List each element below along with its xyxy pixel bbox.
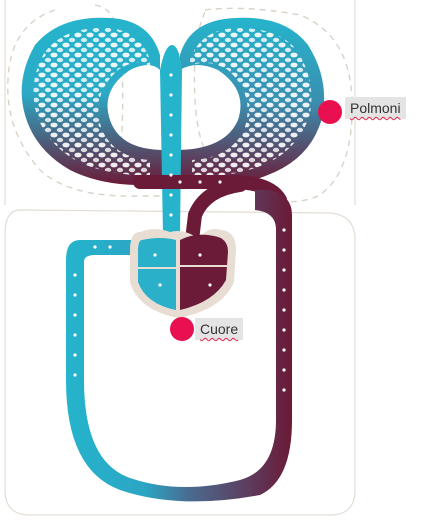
body-region-outline (4, 209, 356, 516)
left-lung (21, 17, 165, 186)
lungs-label[interactable]: Polmoni (345, 97, 406, 119)
heart-label-text: Cuore (200, 321, 239, 337)
right-lung (175, 17, 325, 187)
lungs-label-text: Polmoni (350, 100, 401, 116)
systemic-circuit (66, 190, 292, 502)
lungs-marker-icon[interactable] (318, 100, 342, 124)
heart-marker-icon[interactable] (170, 317, 194, 341)
flow-arrows (73, 73, 286, 392)
heart-label[interactable]: Cuore (195, 318, 244, 340)
heart (130, 229, 236, 318)
